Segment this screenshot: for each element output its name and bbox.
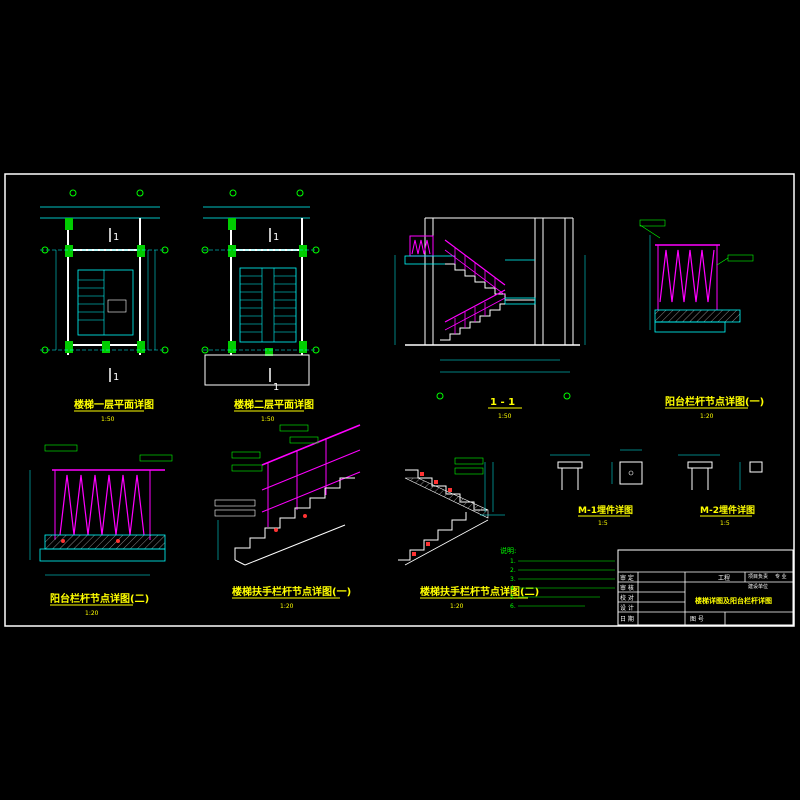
note-line-4: 4. <box>510 585 516 592</box>
handrail2-scale: 1:20 <box>450 603 464 610</box>
title-row-1: 审 定 <box>620 574 634 582</box>
title-block: 审 定 审 核 校 对 设 计 日 期 工程 项目负责 专 业 建设单位 图 号… <box>617 549 794 626</box>
plan2-title: 楼梯二层平面详图 <box>234 398 314 411</box>
balcony1-scale: 1:20 <box>700 413 714 420</box>
drawing-title: 楼梯详图及阳台栏杆详图 <box>695 596 772 605</box>
notes-block: 说明: 1. 2. 3. 4. 5. 6. <box>500 546 615 610</box>
title-row-2: 审 核 <box>620 584 634 592</box>
title-row-4: 设 计 <box>620 604 634 612</box>
plan1-title: 楼梯一层平面详图 <box>74 398 154 411</box>
balcony2-view <box>29 444 173 576</box>
section-scale: 1:50 <box>498 413 512 420</box>
m2-title: M-2埋件详图 <box>700 504 755 516</box>
title-row-5: 日 期 <box>620 615 634 623</box>
balcony1-title: 阳台栏杆节点详图(一) <box>665 395 764 408</box>
title-field-2: 专 业 <box>775 573 787 580</box>
balcony2-scale: 1:20 <box>85 610 99 617</box>
balcony2-title: 阳台栏杆节点详图(二) <box>50 592 149 605</box>
note-line-5: 5. <box>510 594 516 601</box>
notes-heading: 说明: <box>500 546 516 555</box>
handrail1-scale: 1:20 <box>280 603 294 610</box>
m1-scale: 1:5 <box>598 520 608 527</box>
note-line-3: 3. <box>510 576 516 583</box>
note-line-6: 6. <box>510 603 516 610</box>
m2-scale: 1:5 <box>720 520 730 527</box>
plan2-section-mark-top: 1 <box>273 232 279 243</box>
project-label: 工程 <box>718 574 730 582</box>
note-line-1: 1. <box>510 558 516 565</box>
m1-view <box>550 449 643 490</box>
note-line-2: 2. <box>510 567 516 574</box>
plan1-section-mark-bottom: 1 <box>113 372 119 383</box>
plan2-scale: 1:50 <box>261 416 275 423</box>
plan2-view <box>201 189 320 386</box>
section-view <box>394 217 586 400</box>
sheet-frame <box>4 173 795 627</box>
plan1-view <box>40 189 169 382</box>
plan1-section-mark-top: 1 <box>113 232 119 243</box>
plan2-section-mark-bottom: 1 <box>273 382 279 393</box>
balcony1-view <box>639 219 754 333</box>
plan1-scale: 1:50 <box>101 416 115 423</box>
title-field-3: 建设单位 <box>748 583 768 590</box>
title-field-4: 图 号 <box>690 616 704 623</box>
handrail1-view <box>214 424 361 566</box>
title-field-1: 项目负责 <box>748 573 768 580</box>
section-title: 1 - 1 <box>490 397 515 408</box>
m1-title: M-1埋件详图 <box>578 504 633 516</box>
title-row-3: 校 对 <box>620 594 634 602</box>
m2-view <box>678 454 763 490</box>
handrail2-view <box>398 457 505 566</box>
handrail2-title: 楼梯扶手栏杆节点详图(二) <box>420 585 539 598</box>
handrail1-title: 楼梯扶手栏杆节点详图(一) <box>232 585 351 598</box>
